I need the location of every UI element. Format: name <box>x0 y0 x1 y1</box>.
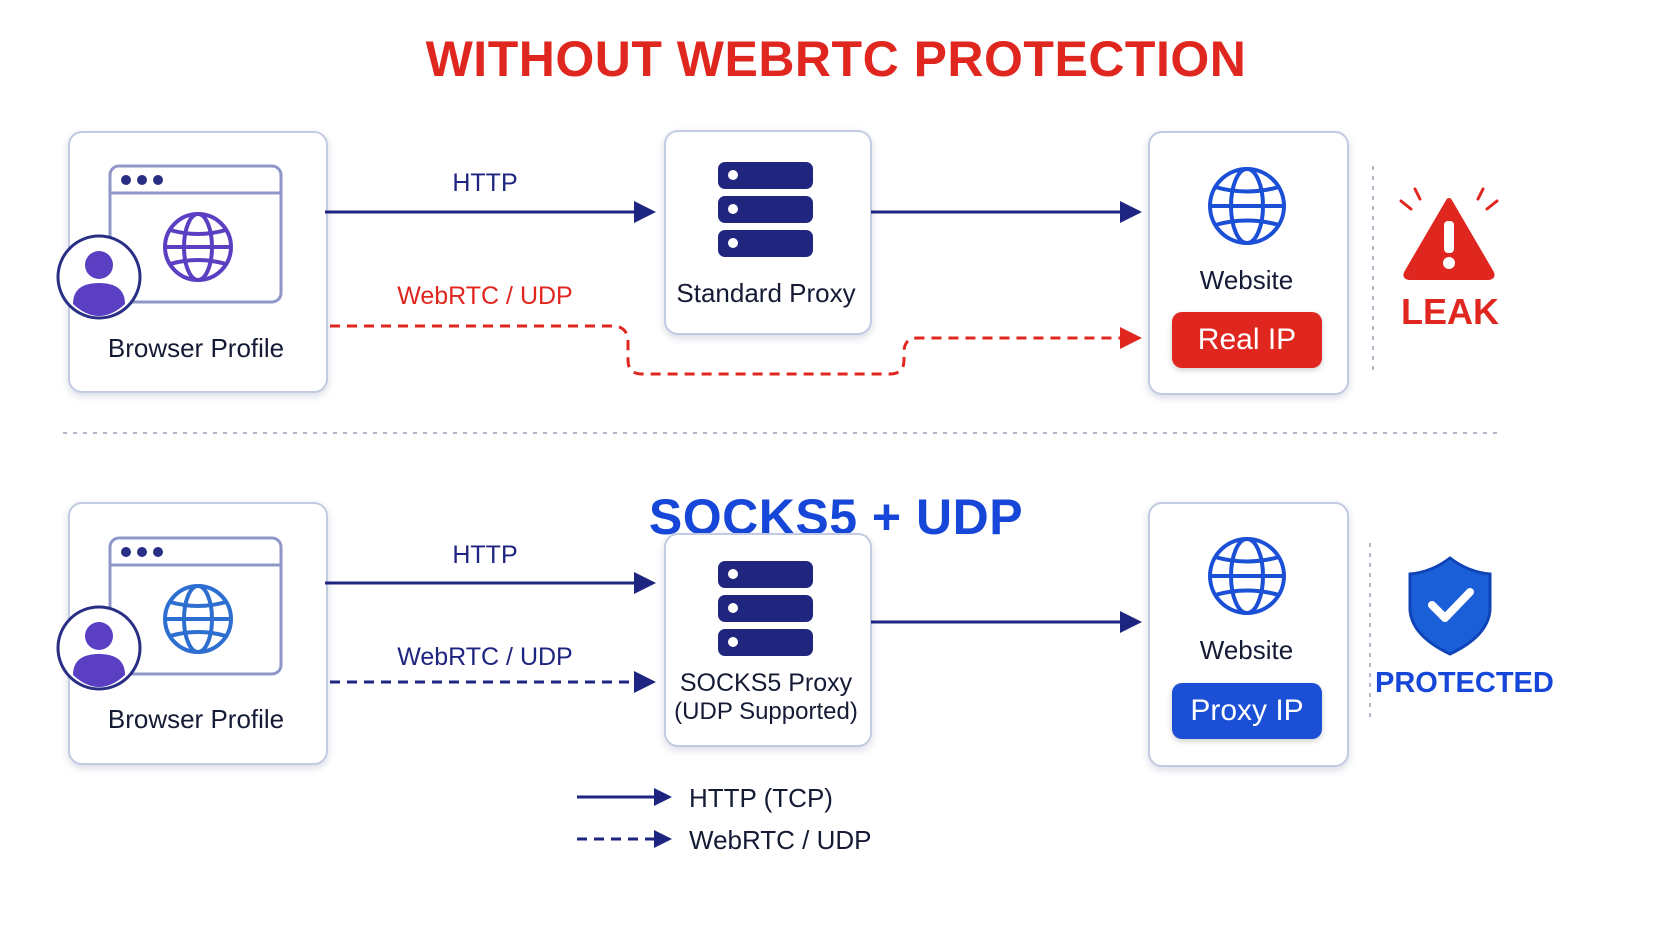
top-browser-profile-label: Browser Profile <box>107 333 285 363</box>
top-title: WITHOUT WEBRTC PROTECTION <box>425 31 1247 87</box>
globe-icon <box>163 584 233 654</box>
legend-webrtc-label: WebRTC / UDP <box>689 825 872 855</box>
bottom-webrtc-label: WebRTC / UDP <box>397 643 573 671</box>
leak-status-label: LEAK <box>1401 291 1499 332</box>
top-webrtc-leak-arrow <box>330 324 1124 376</box>
protected-status-label: PROTECTED <box>1375 667 1554 699</box>
bottom-browser-profile-label: Browser Profile <box>107 704 285 734</box>
proxy-ip-badge: Proxy IP <box>1172 683 1322 739</box>
bottom-http-label: HTTP <box>452 541 518 569</box>
legend-http-label: HTTP (TCP) <box>689 783 833 813</box>
user-avatar-icon <box>56 234 142 320</box>
top-webrtc-label: WebRTC / UDP <box>397 282 573 310</box>
bottom-website-label: Website <box>1199 635 1294 665</box>
bottom-proxy-label: SOCKS5 Proxy <box>679 669 853 697</box>
globe-icon <box>163 212 233 282</box>
bottom-proxy-sublabel: (UDP Supported) <box>674 698 858 725</box>
top-website-label: Website <box>1199 265 1294 295</box>
real-ip-badge: Real IP <box>1172 312 1322 368</box>
user-avatar-icon <box>56 605 142 691</box>
top-http-label: HTTP <box>452 169 518 197</box>
top-proxy-label: Standard Proxy <box>676 278 856 308</box>
